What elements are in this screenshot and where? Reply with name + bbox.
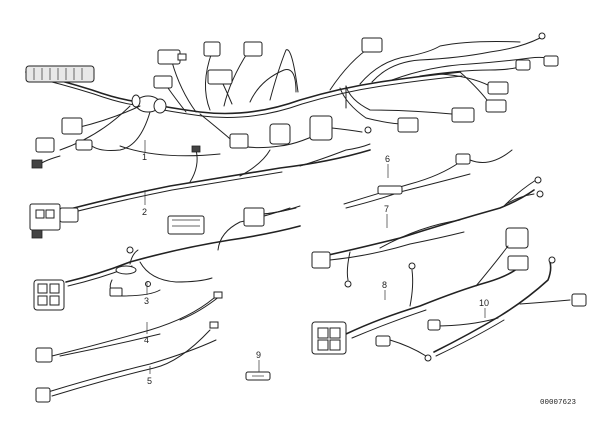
- wiring-harness-2: [29, 143, 371, 239]
- sensor-lead-6: [343, 149, 513, 209]
- wiring-harness-3: [33, 225, 301, 311]
- wiring-harness-7: [311, 176, 544, 288]
- reference-number: 00007623: [540, 399, 577, 407]
- callout-8: 8: [382, 280, 387, 290]
- callout-6: 6: [385, 154, 390, 164]
- loose-plug: [167, 215, 205, 235]
- callout-2: 2: [142, 207, 147, 217]
- callout-5: 5: [147, 376, 152, 386]
- wiring-harness-4: [35, 291, 223, 363]
- callout-3: 3: [144, 296, 149, 306]
- callout-1: 1: [142, 152, 147, 162]
- wiring-harness-8: [311, 227, 529, 362]
- callout-9: 9: [256, 350, 261, 360]
- contact-9: [245, 371, 271, 381]
- callout-7: 7: [384, 204, 389, 214]
- relay-lead: [217, 205, 301, 251]
- callout-4: 4: [144, 335, 149, 345]
- round-connector: [311, 321, 347, 355]
- relay-connector: [29, 203, 61, 231]
- callout-labels: 1 2 3 4 5 6 7 8 9 10: [142, 152, 489, 386]
- multi-pin-plug: [25, 65, 95, 83]
- callout-leaders: [144, 140, 486, 374]
- wiring-harness-10: [427, 256, 587, 357]
- wiring-harness-5: [35, 321, 219, 403]
- main-wiring-harness: [25, 32, 559, 169]
- callout-10: 10: [479, 298, 489, 308]
